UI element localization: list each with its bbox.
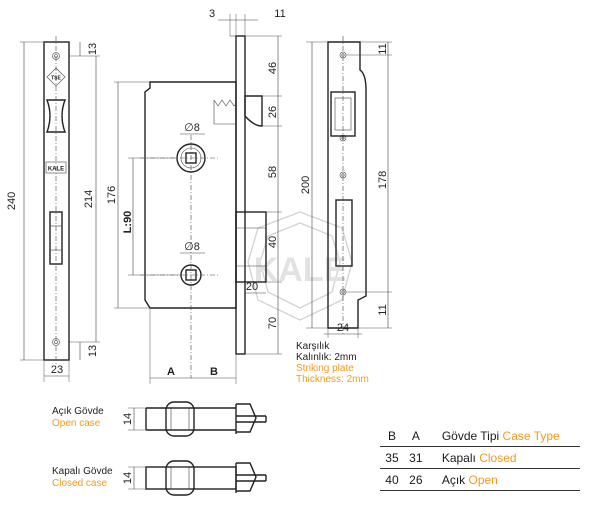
svg-text:Open case: Open case [52,418,101,429]
svg-text:11: 11 [274,8,285,20]
lock-body-side-view [140,35,267,378]
svg-text:TSE: TSE [51,76,61,82]
kale-watermark: KALE [247,211,353,321]
open-case-section: Açık Gövde Open case 14 [52,401,267,437]
lock-body-dimensions: 3 11 46 26 58 40 70 20 176 L:90 ∅8 ∅8 [106,8,286,384]
faceplate-dimensions: 240 214 13 13 23 [6,41,100,382]
closed-case-section: Kapalı Gövde Closed case 14 [52,460,267,496]
svg-text:Kalınlık: 2mm: Kalınlık: 2mm [296,352,357,363]
svg-text:11: 11 [377,43,389,54]
header-a: A [403,425,428,447]
striking-plate-labels: Karşılık Kalınlık: 2mm Striking plate Th… [296,341,369,385]
striking-plate-dimensions: 200 11 178 11 24 [300,41,392,338]
svg-text:Striking plate: Striking plate [296,363,354,374]
svg-text:58: 58 [267,166,279,178]
svg-text:11: 11 [377,304,389,315]
latch-opening [45,99,67,133]
svg-text:Closed case: Closed case [52,478,107,489]
svg-text:A: A [167,366,175,378]
svg-text:46: 46 [267,62,279,74]
svg-text:200: 200 [300,176,312,194]
svg-text:14: 14 [122,413,134,425]
svg-text:23: 23 [51,364,63,376]
table-row: 40 26 Açık Open [380,468,580,491]
svg-text:176: 176 [106,186,118,204]
svg-text:Açık Gövde: Açık Gövde [52,406,104,417]
svg-text:Karşılık: Karşılık [296,341,330,352]
svg-text:L:90: L:90 [122,211,134,234]
svg-text:∅8: ∅8 [184,241,200,253]
table-row: 35 31 Kapalı Closed [380,446,580,469]
svg-text:214: 214 [83,190,95,208]
svg-text:13: 13 [87,345,99,357]
svg-text:∅8: ∅8 [184,122,200,134]
svg-text:14: 14 [122,472,134,484]
svg-text:13: 13 [87,43,99,55]
svg-text:3: 3 [209,8,215,20]
header-b: B [380,425,404,447]
case-type-table: B A Gövde Tipi Case Type 35 31 Kapalı Cl… [380,425,580,491]
svg-text:40: 40 [267,236,279,248]
svg-text:240: 240 [6,192,18,210]
svg-text:Kapalı Gövde: Kapalı Gövde [52,466,113,477]
header-case-type: Gövde Tipi Case Type [427,425,580,447]
svg-text:70: 70 [267,317,279,329]
svg-text:178: 178 [377,171,389,189]
watermark-text: KALE [254,251,347,289]
deadbolt-strike-opening [335,199,353,267]
svg-text:24: 24 [337,322,349,334]
faceplate-front-view: TSE KALE [43,36,70,366]
table-header-row: B A Gövde Tipi Case Type [380,425,580,447]
striking-plate [327,36,367,334]
svg-text:Thickness: 2mm: Thickness: 2mm [296,374,369,385]
svg-text:20: 20 [246,281,258,293]
svg-text:B: B [210,366,218,378]
svg-text:26: 26 [267,106,279,118]
